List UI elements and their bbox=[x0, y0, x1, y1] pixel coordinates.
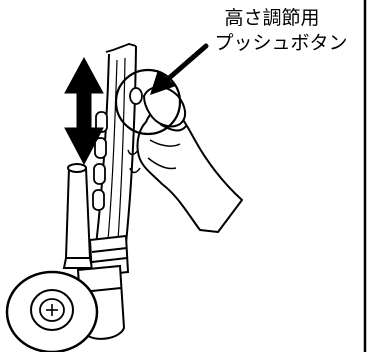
push-button-callout-label: 高さ調節用 プッシュボタン bbox=[196, 6, 366, 56]
callout-arrow-icon bbox=[150, 43, 209, 95]
hand bbox=[127, 86, 243, 233]
lower-leg bbox=[62, 163, 94, 269]
pole-holes bbox=[92, 111, 108, 211]
push-button bbox=[129, 87, 143, 105]
callout-label-line-2: プッシュボタン bbox=[214, 32, 348, 54]
double-headed-vertical-arrow-icon bbox=[64, 56, 104, 166]
callout-label-line-1: 高さ調節用 bbox=[224, 7, 320, 29]
highlight-circle bbox=[114, 68, 182, 136]
caster-wheel bbox=[5, 270, 99, 352]
